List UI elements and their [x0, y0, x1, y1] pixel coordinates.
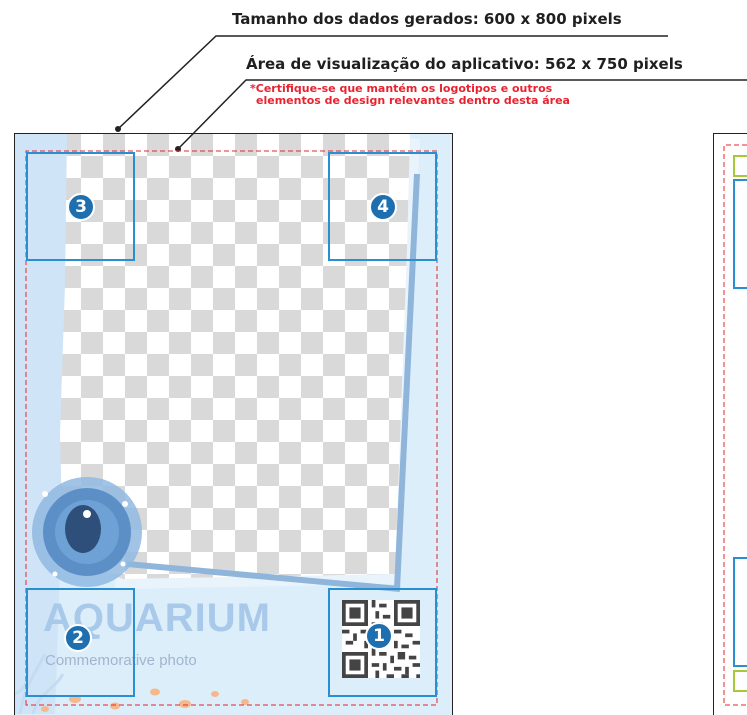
- aquarium-emblem: [32, 477, 142, 587]
- zone-4-badge: 4: [369, 193, 397, 221]
- zone-3-badge: 3: [67, 193, 95, 221]
- zone-1-badge: 1: [365, 622, 393, 650]
- safe-area-note-line2: elementos de design relevantes dentro de…: [256, 94, 570, 107]
- generated-size-label: Tamanho dos dados gerados: 600 x 800 pix…: [232, 10, 622, 28]
- pebbles: [41, 688, 249, 712]
- brand-tagline: Commemorative photo: [45, 652, 197, 669]
- preview-area-label: Área de visualização do aplicativo: 562 …: [246, 55, 683, 73]
- zone-2-badge: 2: [64, 624, 92, 652]
- second-frame: [713, 133, 747, 715]
- leader-dot-generated: [115, 126, 121, 132]
